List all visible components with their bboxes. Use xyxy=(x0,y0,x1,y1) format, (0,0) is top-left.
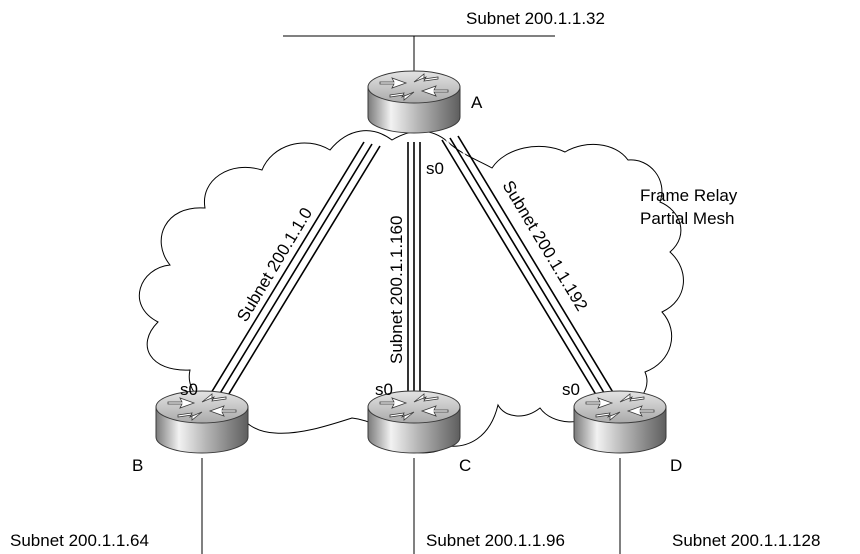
router-label-d: D xyxy=(670,456,682,475)
link-a-c xyxy=(407,142,421,398)
router-c xyxy=(367,390,461,454)
link-label-a-c: Subnet 200.1.1.160 xyxy=(387,216,406,364)
router-icon xyxy=(367,390,461,454)
router-icon xyxy=(155,390,249,454)
router-b xyxy=(155,390,249,454)
router-d xyxy=(573,390,667,454)
serial-label-d: s0 xyxy=(562,380,580,399)
cloud-label-line1: Frame Relay xyxy=(640,186,738,205)
subnet-label-c: Subnet 200.1.1.96 xyxy=(426,531,565,550)
subnet-label-d: Subnet 200.1.1.128 xyxy=(672,531,820,550)
router-a xyxy=(367,70,461,134)
subnet-label-top: Subnet 200.1.1.32 xyxy=(466,9,605,28)
router-icon xyxy=(367,70,461,134)
link-a-b xyxy=(207,141,381,403)
router-icon xyxy=(573,390,667,454)
serial-label-a: s0 xyxy=(426,159,444,178)
serial-label-b: s0 xyxy=(180,380,198,399)
router-label-b: B xyxy=(132,456,143,475)
router-label-a: A xyxy=(471,93,483,112)
serial-label-c: s0 xyxy=(375,380,393,399)
cloud-label-line2: Partial Mesh xyxy=(640,209,734,228)
router-label-c: C xyxy=(459,456,471,475)
frame-relay-cloud xyxy=(138,130,684,454)
link-a-d xyxy=(441,135,615,399)
subnet-label-b: Subnet 200.1.1.64 xyxy=(10,531,149,550)
